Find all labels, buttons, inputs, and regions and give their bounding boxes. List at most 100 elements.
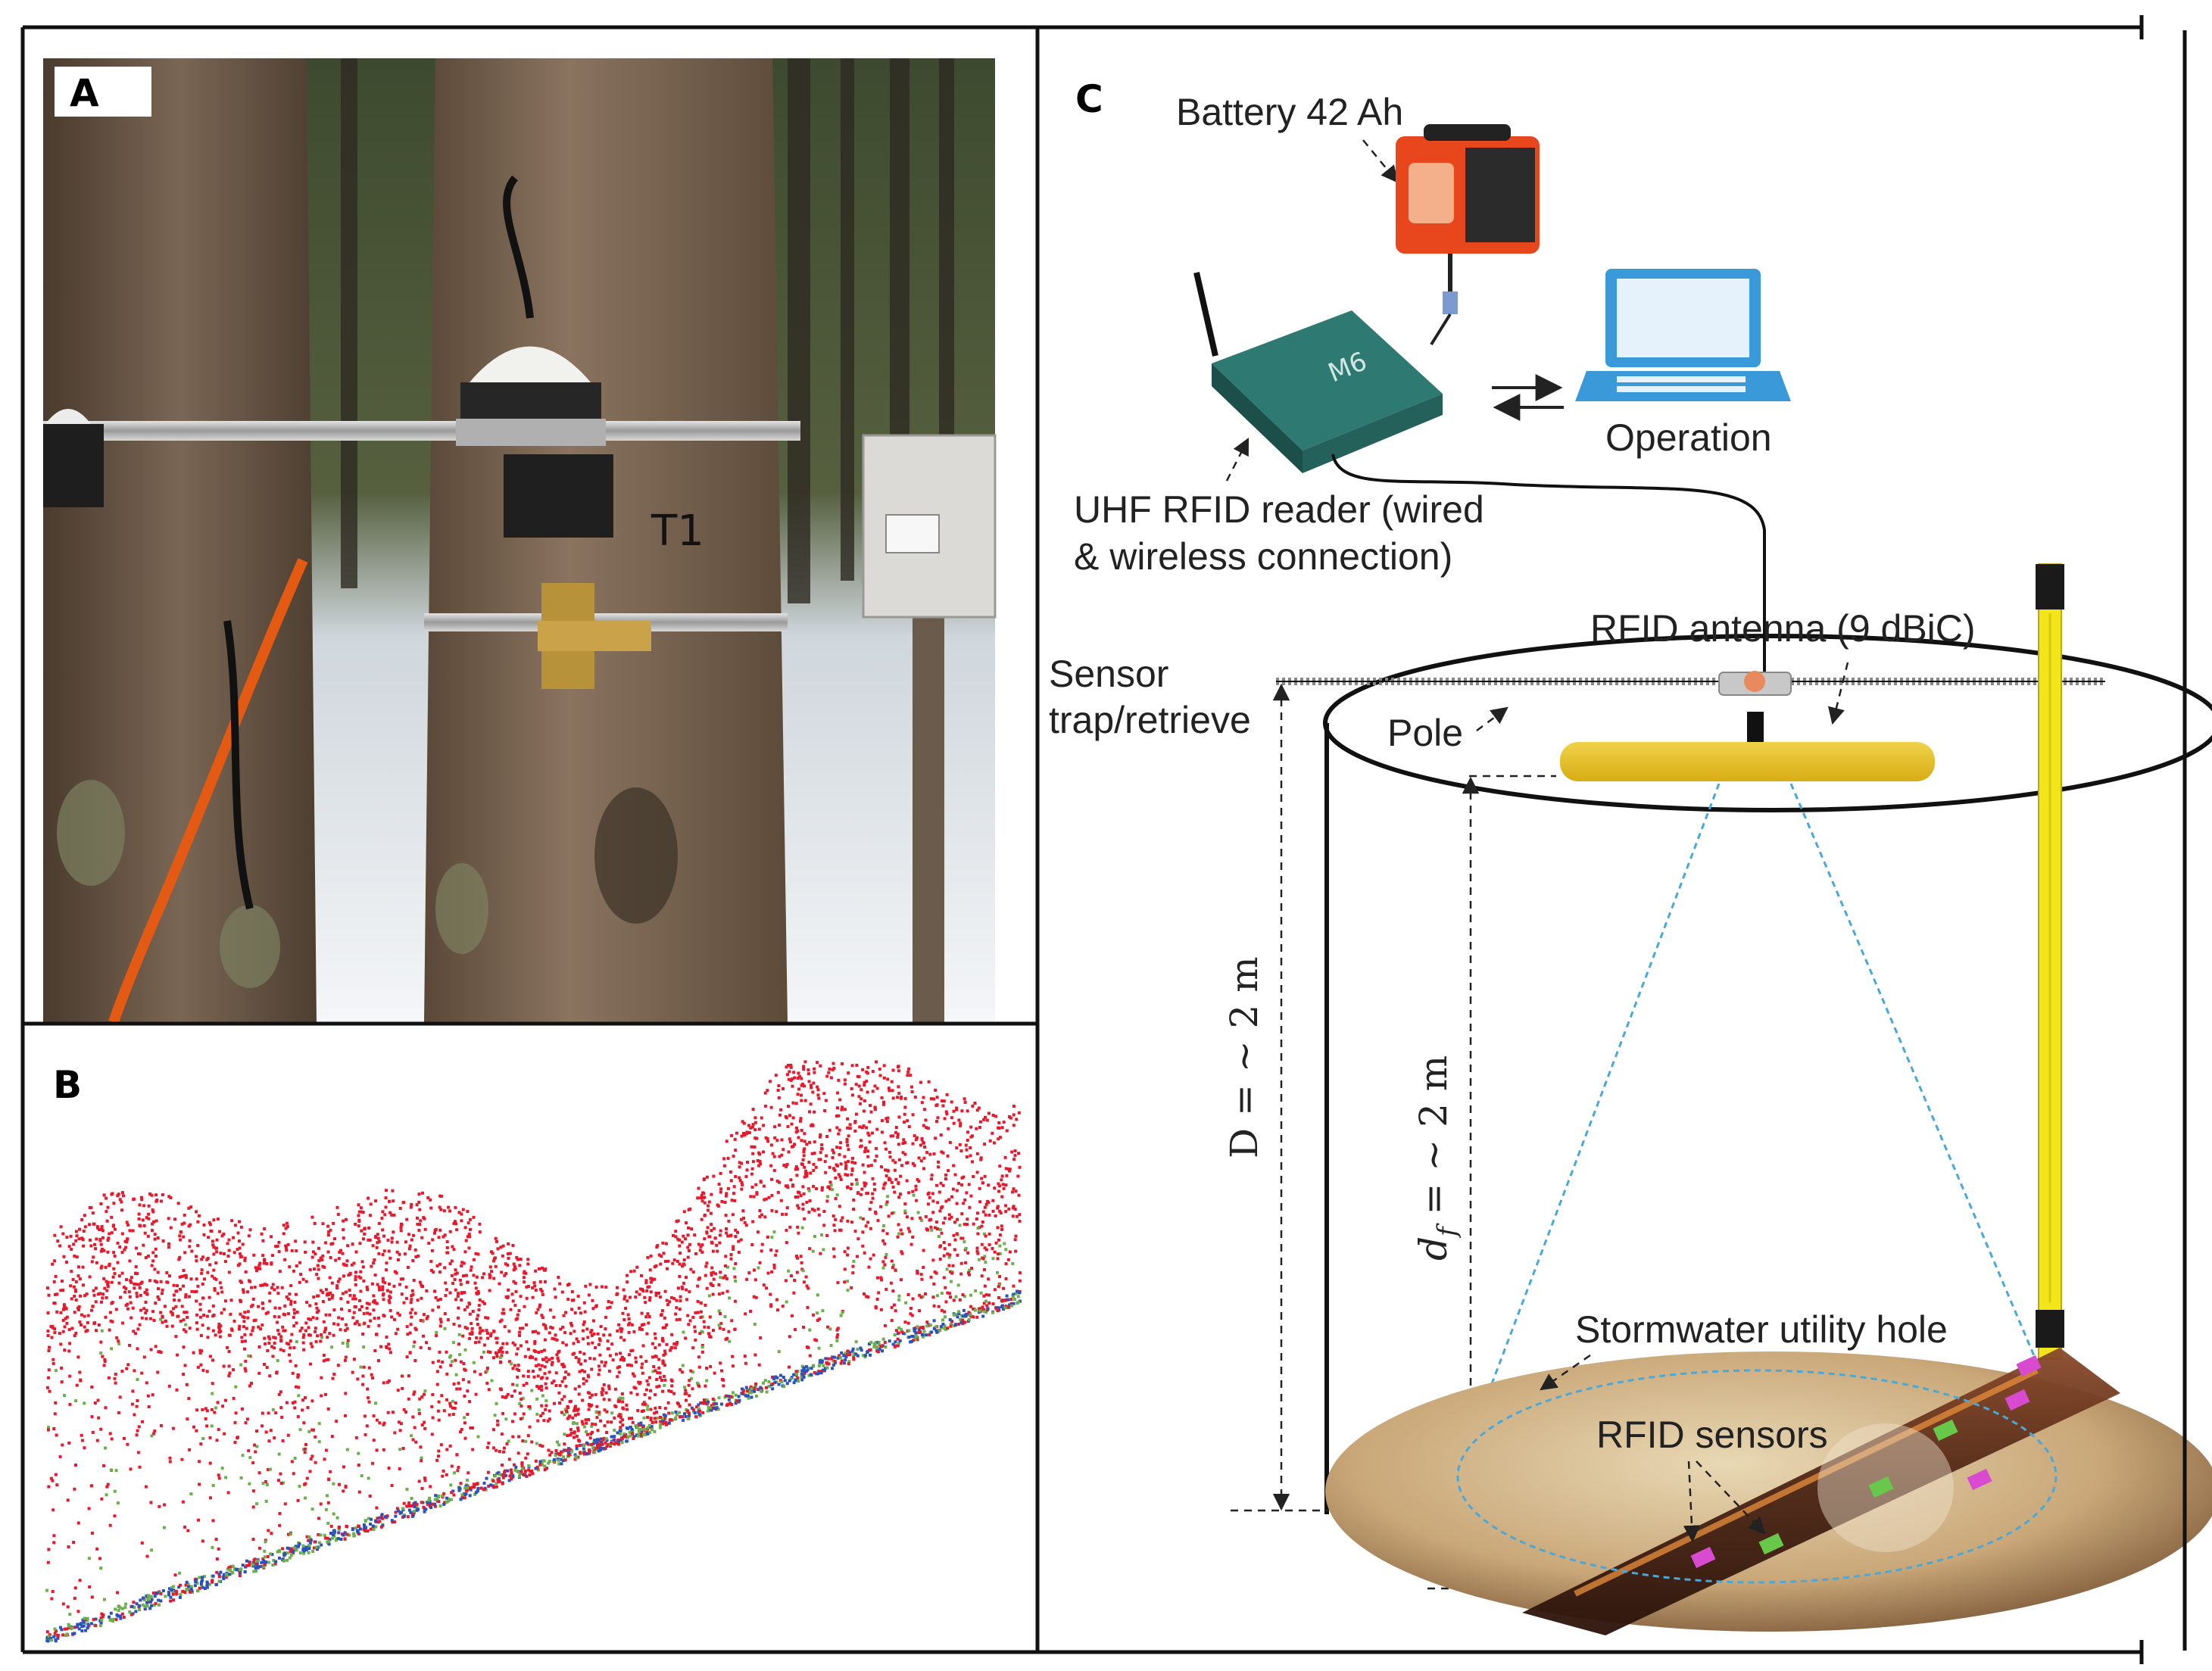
- lidar-point: [536, 1308, 540, 1311]
- lidar-point: [212, 1252, 216, 1256]
- lidar-point: [667, 1411, 671, 1415]
- lidar-point: [788, 1365, 791, 1369]
- lidar-point: [843, 1280, 847, 1284]
- lidar-point: [516, 1451, 520, 1455]
- lidar-point: [907, 1067, 911, 1071]
- lidar-point: [467, 1380, 471, 1384]
- lidar-point: [317, 1309, 320, 1313]
- lidar-point: [453, 1407, 457, 1410]
- lidar-point: [576, 1426, 580, 1430]
- lidar-point: [117, 1501, 120, 1505]
- lidar-point: [678, 1238, 681, 1242]
- lidar-point: [833, 1360, 837, 1363]
- lidar-point: [182, 1235, 186, 1239]
- lidar-point: [368, 1495, 372, 1498]
- lidar-point: [900, 1252, 904, 1255]
- lidar-point: [892, 1303, 896, 1307]
- lidar-point: [543, 1268, 547, 1272]
- lidar-point: [336, 1280, 340, 1283]
- lidar-point: [554, 1371, 558, 1375]
- lidar-point: [822, 1210, 826, 1213]
- lidar-point: [623, 1295, 627, 1298]
- lidar-point: [429, 1268, 433, 1272]
- lidar-point: [372, 1527, 376, 1531]
- lidar-point: [705, 1367, 709, 1370]
- lidar-point: [585, 1327, 589, 1331]
- lidar-point: [937, 1160, 940, 1164]
- lidar-point: [669, 1378, 673, 1382]
- lidar-point: [198, 1351, 202, 1355]
- lidar-point: [629, 1391, 633, 1395]
- lidar-point: [176, 1284, 179, 1288]
- lidar-point: [450, 1259, 454, 1263]
- lidar-point: [342, 1465, 345, 1469]
- lidar-point: [377, 1323, 381, 1327]
- lidar-point: [52, 1541, 56, 1545]
- lidar-point: [896, 1136, 900, 1139]
- lidar-point: [651, 1355, 655, 1359]
- lidar-point: [997, 1137, 1000, 1141]
- lidar-point: [880, 1165, 883, 1169]
- lidar-point: [678, 1275, 682, 1278]
- lidar-point: [461, 1378, 465, 1382]
- lidar-point: [164, 1319, 167, 1323]
- lidar-point: [836, 1333, 840, 1336]
- lidar-point: [998, 1164, 1002, 1168]
- lidar-point: [145, 1292, 149, 1296]
- lidar-point: [372, 1414, 376, 1418]
- lidar-point: [854, 1112, 858, 1116]
- lidar-point: [700, 1344, 704, 1347]
- lidar-point: [463, 1291, 466, 1295]
- lidar-point: [165, 1270, 169, 1274]
- lidar-point: [117, 1274, 121, 1278]
- lidar-point: [627, 1330, 631, 1334]
- lidar-point: [257, 1325, 261, 1329]
- lidar-point: [597, 1364, 601, 1368]
- lidar-point: [635, 1360, 638, 1364]
- lidar-point: [937, 1235, 941, 1238]
- lidar-point: [47, 1485, 51, 1489]
- lidar-point: [745, 1389, 749, 1393]
- lidar-point: [802, 1325, 805, 1329]
- lidar-point: [906, 1070, 910, 1074]
- lidar-point: [233, 1567, 236, 1570]
- lidar-point: [222, 1577, 226, 1580]
- lidar-point: [358, 1527, 362, 1531]
- lidar-point: [577, 1360, 581, 1364]
- lidar-point: [622, 1433, 626, 1436]
- lidar-point: [264, 1480, 267, 1483]
- lidar-point: [292, 1548, 296, 1552]
- lidar-point: [129, 1279, 133, 1283]
- lidar-point: [195, 1255, 198, 1258]
- lidar-point: [487, 1388, 491, 1392]
- lidar-point: [800, 1261, 803, 1264]
- lidar-point: [463, 1486, 467, 1490]
- lidar-point: [174, 1289, 178, 1293]
- lidar-point: [559, 1457, 563, 1461]
- lidar-point: [282, 1329, 285, 1333]
- lidar-point: [105, 1493, 108, 1497]
- lidar-point: [448, 1230, 452, 1233]
- lidar-point: [185, 1383, 189, 1386]
- lidar-point: [534, 1289, 538, 1292]
- lidar-point: [290, 1333, 294, 1336]
- lidar-point: [430, 1249, 434, 1252]
- lidar-point: [207, 1236, 211, 1239]
- lidar-point: [976, 1232, 980, 1236]
- lidar-point: [647, 1383, 650, 1386]
- lidar-point: [935, 1103, 939, 1107]
- lidar-point: [382, 1381, 385, 1385]
- lidar-point: [604, 1441, 607, 1445]
- lidar-point: [969, 1305, 973, 1308]
- lidar-point: [213, 1411, 217, 1414]
- lidar-point: [363, 1321, 367, 1325]
- lidar-point: [476, 1435, 480, 1439]
- lidar-point: [100, 1247, 104, 1251]
- lidar-point: [515, 1367, 519, 1371]
- lidar-point: [598, 1445, 602, 1448]
- lidar-point: [183, 1591, 187, 1595]
- lidar-point: [454, 1298, 458, 1302]
- lidar-point: [515, 1469, 519, 1473]
- lidar-point: [1017, 1111, 1021, 1115]
- lidar-point: [101, 1355, 105, 1358]
